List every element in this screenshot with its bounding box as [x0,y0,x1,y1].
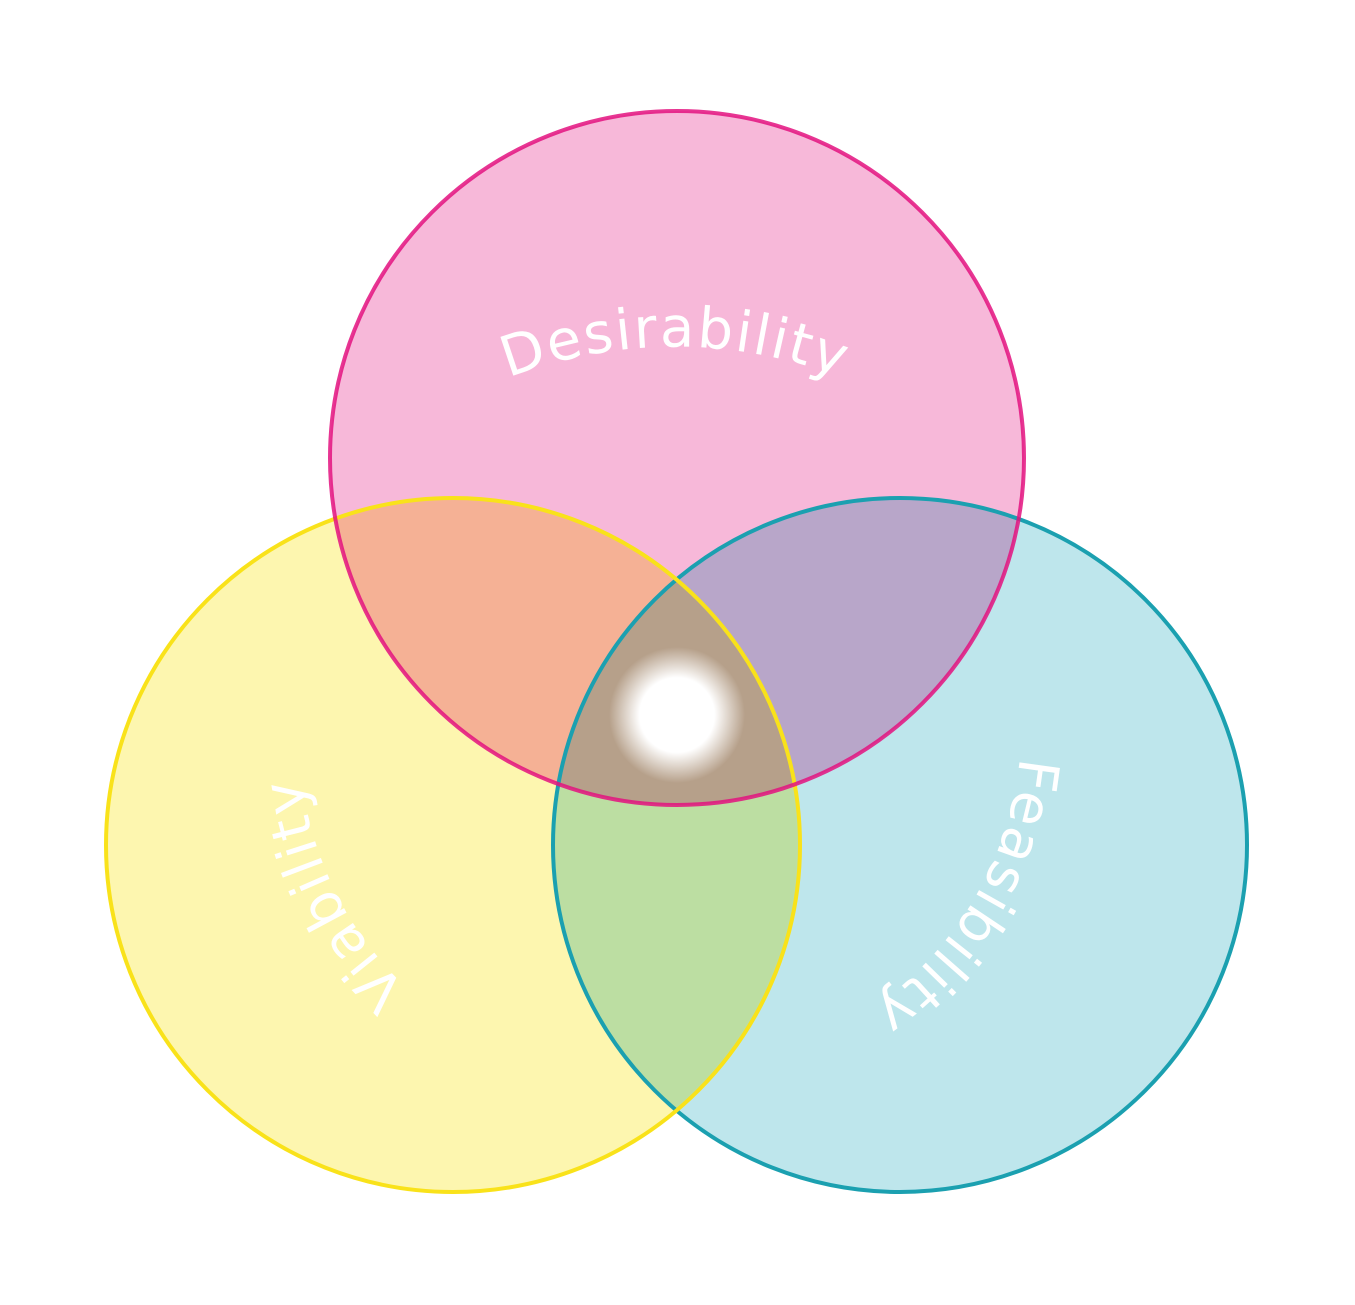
feasibility-circle [553,498,1247,1192]
center-glow [609,647,745,783]
viability-circle-outline [104,496,802,1194]
desirability-circle-outline [328,109,1026,807]
feasibility-circle-outline [551,496,1249,1194]
